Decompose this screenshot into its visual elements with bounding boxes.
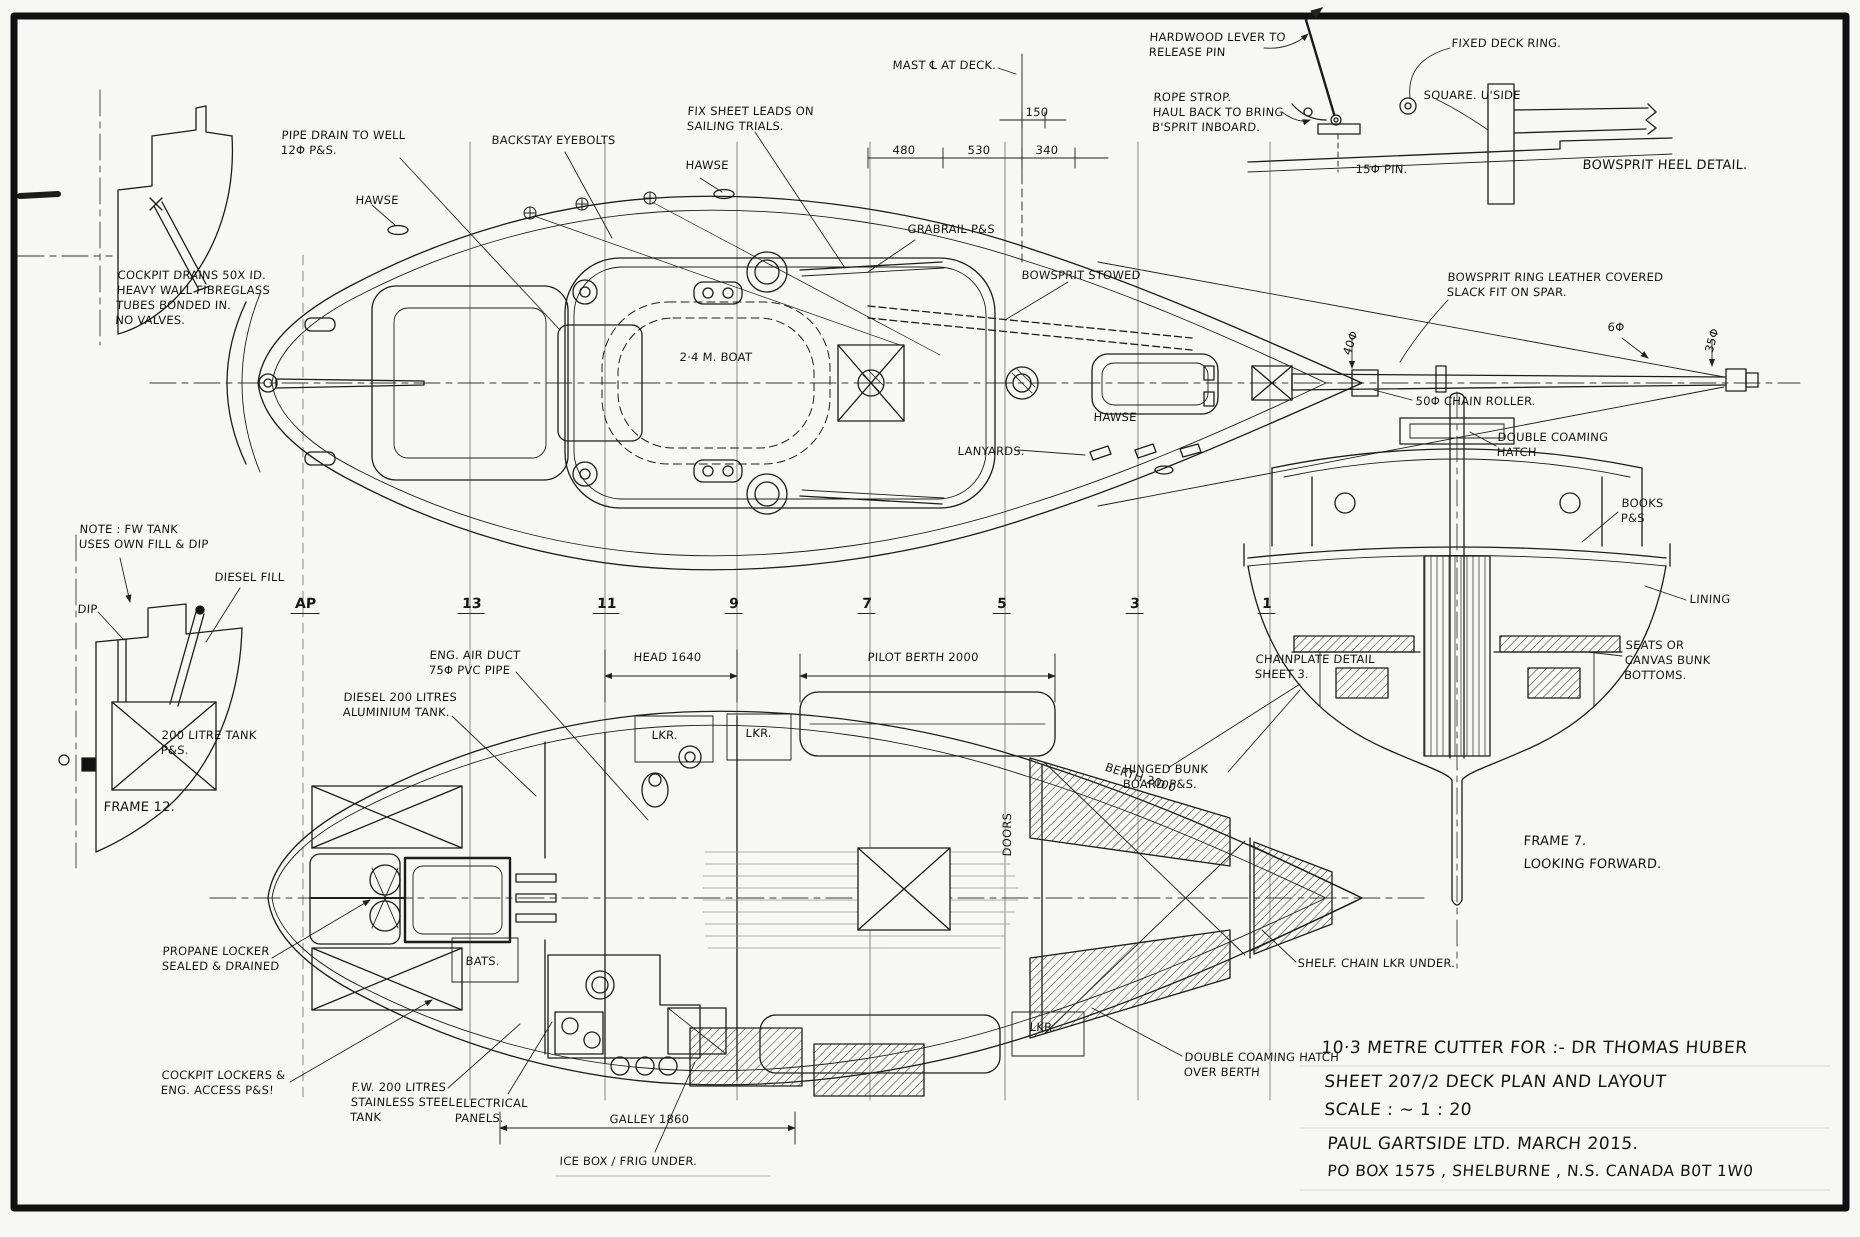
sheet-border [10,12,1850,1212]
note-double-coaming-f7: DOUBLE COAMING HATCH [1496,430,1609,459]
station-label-13: 13 [457,596,486,614]
dimension-lines [499,53,1109,1177]
note-double-coaming-berth: DOUBLE COAMING HATCH OVER BERTH [1183,1050,1340,1079]
note-hawse-bow: HAWSE [1093,410,1138,424]
note-hawse-mid: HAWSE [685,158,730,172]
note-fw-tank: F.W. 200 LITRES STAINLESS STEEL TANK [349,1080,456,1124]
station-label-AP: AP [290,596,321,614]
note-dip: DIP [77,602,98,616]
dim-480: 480 [892,143,916,157]
note-doors: DOORS [1000,812,1014,857]
leader-lines [97,33,1716,1153]
title-frame7: FRAME 7. [1523,834,1587,849]
note-propane: PROPANE LOCKER SEALED & DRAINED [161,944,280,973]
station-label-1: 1 [1257,596,1277,614]
note-pin-15: 15Φ PIN. [1355,162,1408,176]
note-backstay-eyebolts: BACKSTAY EYEBOLTS [491,133,616,147]
note-hawse-aft: HAWSE [355,193,400,207]
note-dinghy: 2·4 M. BOAT [679,350,753,364]
station-label-7: 7 [857,596,877,614]
note-cockpit-drains: COCKPIT DRAINS 50X ID. HEAVY WALL FIBREG… [114,268,271,327]
note-books: BOOKS P&S [1620,496,1664,525]
title-scale: SCALE : ~ 1 : 20 [1323,1100,1473,1120]
note-fixed-deck-ring: FIXED DECK RING. [1451,36,1562,50]
title-address: PO BOX 1575 , SHELBURNE , N.S. CANADA B0… [1326,1162,1755,1180]
note-200l-tank: 200 LITRE TANK P&S. [160,728,257,757]
note-mast-centreline: MAST ℄ AT DECK. [892,58,997,72]
note-bowsprit-stowed: BOWSPRIT STOWED [1021,268,1142,282]
section-cockpit-drains [117,105,234,335]
title-looking-forward: LOOKING FORWARD. [1523,857,1662,872]
title-guide-rules [1299,1065,1831,1191]
note-eng-air-duct: ENG. AIR DUCT 75Φ PVC PIPE [428,648,521,677]
note-seats-canvas: SEATS OR CANVAS BUNK BOTTOMS. [1623,638,1711,682]
note-chain-roller: 50Φ CHAIN ROLLER. [1415,394,1537,408]
note-electrical: ELECTRICAL PANELS. [454,1096,529,1125]
note-shelf-chain: SHELF. CHAIN LKR UNDER. [1297,956,1456,970]
dim-150: 150 [1025,105,1049,119]
note-chainplate: CHAINPLATE DETAIL SHEET 3. [1254,652,1376,681]
title-frame12: FRAME 12. [103,800,176,815]
note-hinged-bunk: HINGED BUNK BOARD P&S. [1122,762,1209,791]
note-pipe-drain: PIPE DRAIN TO WELL 12Φ P&S. [280,128,406,157]
note-bowsprit-ring: BOWSPRIT RING LEATHER COVERED SLACK FIT … [1446,270,1664,299]
dim-galley: GALLEY 1860 [609,1112,690,1126]
note-lanyards: LANYARDS. [957,444,1026,458]
section-frame12 [58,603,243,853]
title-bowsprit-heel: BOWSPRIT HEEL DETAIL. [1582,158,1748,173]
dim-340: 340 [1035,143,1059,157]
interior-plan [267,691,1363,1097]
note-bats: BATS. [465,954,501,968]
station-label-5: 5 [992,596,1012,614]
dim-530: 530 [967,143,991,157]
station-label-11: 11 [592,596,621,614]
note-hardwood-lever: HARDWOOD LEVER TO RELEASE PIN [1148,30,1287,59]
bowsprit-heel-detail [1247,7,1673,205]
note-diesel-fill: DIESEL FILL [214,570,285,584]
dim-6dia: 6Φ [1607,320,1625,334]
title-sheet: SHEET 207/2 DECK PLAN AND LAYOUT [1323,1072,1668,1092]
note-rope-strop: ROPE STROP. HAUL BACK TO BRING B'SPRIT I… [1151,90,1285,134]
note-lining: LINING [1689,592,1731,606]
section-frame7 [1243,392,1671,906]
title-client: 10·3 METRE CUTTER FOR :- DR THOMAS HUBER [1320,1038,1749,1058]
note-square-uside: SQUARE. U'SIDE [1423,88,1522,102]
note-lkr-1: LKR. [651,728,679,742]
note-icebox: ICE BOX / FRIG UNDER. [559,1154,698,1168]
note-sheet-leads: FIX SHEET LEADS ON SAILING TRIALS. [686,104,815,133]
dim-head: HEAD 1640 [633,650,702,664]
note-lkr-3: LKR. [1029,1020,1057,1034]
note-diesel-tank: DIESEL 200 LITRES ALUMINIUM TANK. [342,690,458,719]
title-firm-date: PAUL GARTSIDE LTD. MARCH 2015. [1326,1134,1640,1154]
dim-pilot-berth: PILOT BERTH 2000 [867,650,979,664]
note-fw-fill: NOTE : FW TANK USES OWN FILL & DIP [78,522,209,551]
deck-plan [226,188,1759,571]
note-lkr-2: LKR. [745,726,773,740]
station-label-3: 3 [1125,596,1145,614]
station-label-9: 9 [724,596,744,614]
note-grabrail: GRABRAIL P&S [907,222,996,236]
note-cockpit-lockers: COCKPIT LOCKERS & ENG. ACCESS P&S! [160,1068,286,1097]
